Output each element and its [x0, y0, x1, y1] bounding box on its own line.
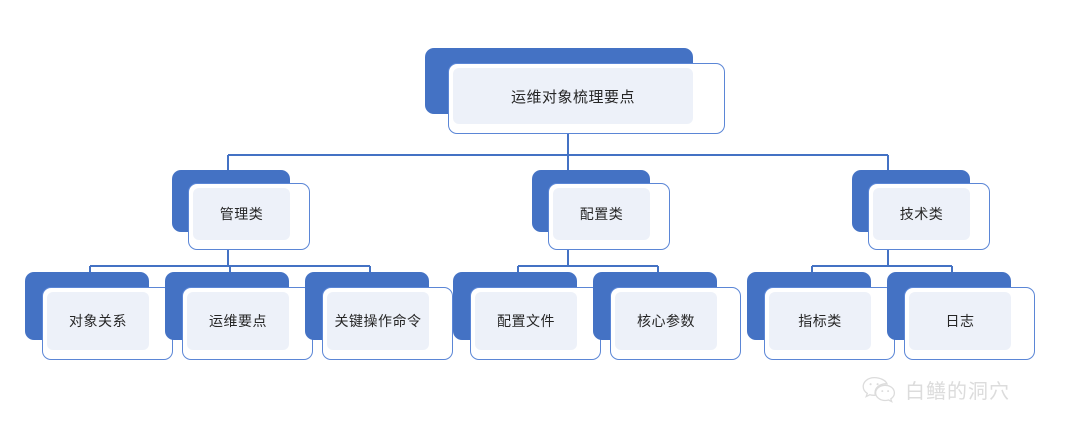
node-leaf-peizhiwenjian[interactable]: 配置文件 — [453, 272, 601, 360]
node-fill — [327, 292, 429, 350]
node-label: 核心参数 — [637, 313, 695, 329]
node-fill — [475, 292, 577, 350]
node-label: 管理类 — [219, 206, 264, 222]
node-label: 配置文件 — [497, 313, 555, 329]
node-label: 关键操作命令 — [334, 313, 422, 329]
node-leaf-duixiangguanxi[interactable]: 对象关系 — [25, 272, 173, 360]
node-fill — [187, 292, 289, 350]
node-root[interactable]: 运维对象梳理要点 — [425, 48, 725, 134]
node-fill — [453, 68, 693, 124]
watermark-text: 白鳝的洞穴 — [905, 381, 1010, 403]
node-fill — [553, 188, 650, 240]
node-branch-jishulei[interactable]: 技术类 — [852, 170, 990, 250]
node-leaf-zhibiaolei[interactable]: 指标类 — [747, 272, 895, 360]
node-label: 日志 — [945, 313, 975, 329]
node-label: 技术类 — [899, 206, 944, 222]
node-fill — [47, 292, 149, 350]
node-label: 配置类 — [579, 206, 624, 222]
node-fill — [909, 292, 1011, 350]
node-fill — [193, 188, 290, 240]
watermark: 白鳝的洞穴 — [862, 375, 1010, 404]
node-fill — [615, 292, 717, 350]
node-leaf-guanjiancaozuomingling[interactable]: 关键操作命令 — [305, 272, 453, 360]
wechat-icon — [862, 376, 896, 404]
node-leaf-yunweiyaodian[interactable]: 运维要点 — [165, 272, 313, 360]
node-branch-peizhilei[interactable]: 配置类 — [532, 170, 670, 250]
node-leaf-rizhi[interactable]: 日志 — [887, 272, 1035, 360]
node-fill — [873, 188, 970, 240]
node-label: 指标类 — [798, 313, 842, 329]
node-leaf-hexincanshu[interactable]: 核心参数 — [593, 272, 741, 360]
node-label: 对象关系 — [69, 313, 127, 329]
node-label: 运维对象梳理要点 — [510, 88, 635, 106]
node-branch-guanlilei[interactable]: 管理类 — [172, 170, 310, 250]
node-label: 运维要点 — [209, 313, 267, 329]
node-fill — [769, 292, 871, 350]
